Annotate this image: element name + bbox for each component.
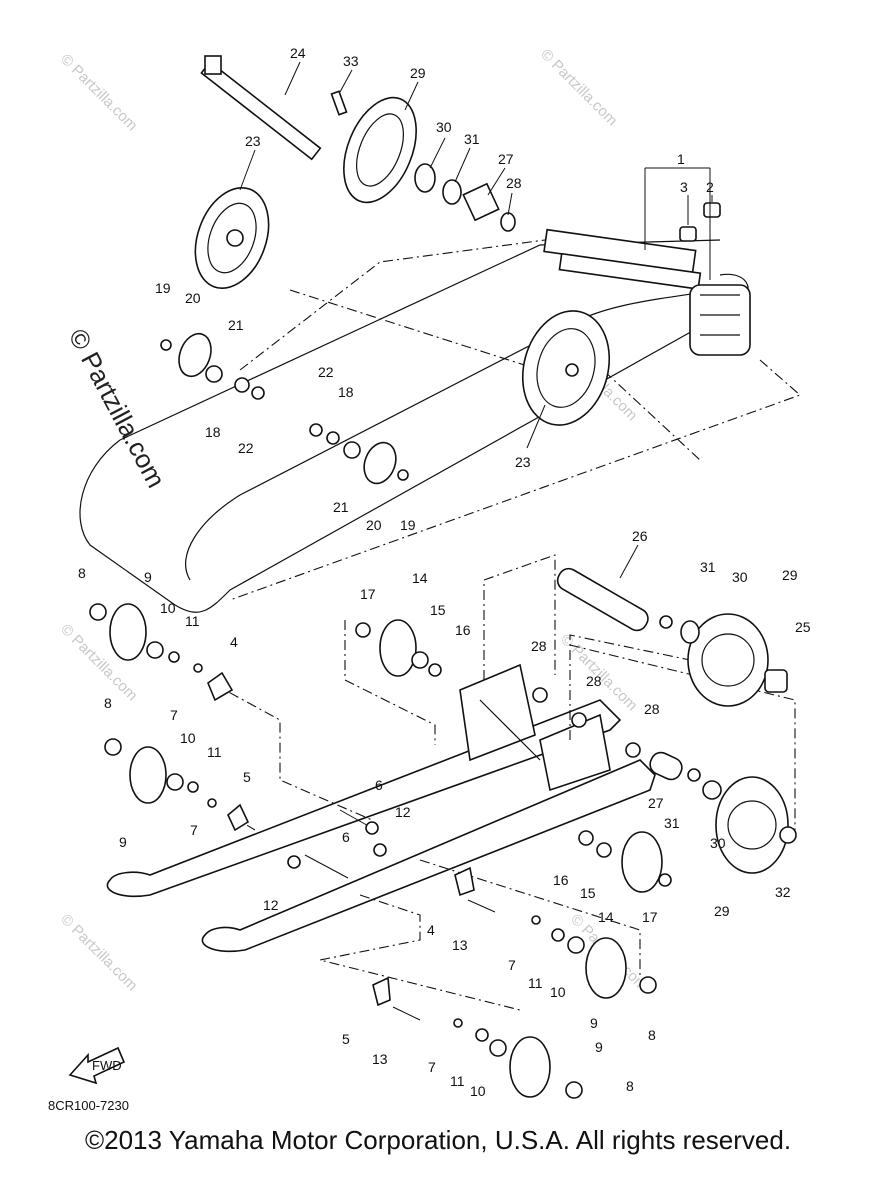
callout-28: 28 bbox=[644, 701, 660, 717]
watermark-large: © Partzilla.com bbox=[63, 324, 172, 493]
idler-wheels bbox=[89, 603, 672, 1099]
wheel-23-right bbox=[521, 310, 611, 426]
track-lugs bbox=[543, 228, 751, 356]
callout-11: 11 bbox=[528, 975, 543, 991]
callout-30: 30 bbox=[436, 119, 452, 135]
callout-10: 10 bbox=[160, 600, 176, 616]
callout-9: 9 bbox=[119, 834, 127, 850]
callout-31: 31 bbox=[664, 815, 680, 831]
track-belt bbox=[79, 228, 802, 613]
callout-30: 30 bbox=[732, 569, 748, 585]
callout-16: 16 bbox=[455, 622, 471, 638]
callout-25: 25 bbox=[795, 619, 811, 635]
callout-23: 23 bbox=[245, 133, 261, 149]
callout-11: 11 bbox=[207, 744, 222, 760]
callout-20: 20 bbox=[366, 517, 382, 533]
callout-7: 7 bbox=[428, 1059, 436, 1075]
copyright-notice: ©2013 Yamaha Motor Corporation, U.S.A. A… bbox=[84, 1125, 792, 1155]
callout-24: 24 bbox=[290, 45, 306, 61]
callout-8: 8 bbox=[648, 1027, 656, 1043]
callout-26: 26 bbox=[632, 528, 648, 544]
callout-8: 8 bbox=[626, 1078, 634, 1094]
brackets-and-bolts bbox=[193, 663, 641, 1028]
callout-12: 12 bbox=[395, 804, 411, 820]
callout-9: 9 bbox=[590, 1015, 598, 1031]
callout-19: 19 bbox=[155, 280, 171, 296]
callout-31: 31 bbox=[700, 559, 716, 575]
track-clips bbox=[679, 202, 721, 242]
callout-7: 7 bbox=[190, 822, 198, 838]
callout-22: 22 bbox=[238, 440, 254, 456]
callout-17: 17 bbox=[360, 586, 376, 602]
callout-21: 21 bbox=[333, 499, 349, 515]
callout-15: 15 bbox=[430, 602, 446, 618]
callout-9: 9 bbox=[144, 569, 152, 585]
callout-5: 5 bbox=[342, 1031, 350, 1047]
callout-6: 6 bbox=[342, 829, 350, 845]
callout-16: 16 bbox=[553, 872, 569, 888]
callout-28: 28 bbox=[506, 175, 522, 191]
watermark: © Partzilla.com bbox=[57, 911, 140, 994]
callout-4: 4 bbox=[427, 922, 435, 938]
callout-5: 5 bbox=[243, 769, 251, 785]
callout-18: 18 bbox=[205, 424, 221, 440]
callout-27: 27 bbox=[648, 795, 664, 811]
fwd-arrow: FWD bbox=[68, 1046, 126, 1085]
fwd-label: FWD bbox=[92, 1058, 122, 1073]
callout-13: 13 bbox=[372, 1051, 388, 1067]
wheel-29-top bbox=[343, 96, 516, 232]
callout-22: 22 bbox=[318, 364, 334, 380]
callout-7: 7 bbox=[170, 707, 178, 723]
callouts: 24 33 29 30 31 27 28 23 1 3 2 19 20 21 2… bbox=[78, 45, 811, 1099]
leader-lines bbox=[239, 61, 713, 579]
callout-30: 30 bbox=[710, 835, 726, 851]
shaft-26 bbox=[556, 567, 649, 632]
wheel-23-left bbox=[194, 186, 270, 290]
diagram-code: 8CR100-7230 bbox=[48, 1098, 129, 1113]
callout-11: 11 bbox=[450, 1073, 465, 1089]
wheel-29-right-upper bbox=[659, 613, 788, 707]
callout-18: 18 bbox=[338, 384, 354, 400]
callout-31: 31 bbox=[464, 131, 480, 147]
callout-6: 6 bbox=[375, 777, 383, 793]
callout-8: 8 bbox=[78, 565, 86, 581]
callout-9: 9 bbox=[595, 1039, 603, 1055]
callout-2: 2 bbox=[706, 179, 714, 195]
rear-axle-shaft bbox=[200, 55, 348, 161]
callout-12: 12 bbox=[263, 897, 279, 913]
watermark: © Partzilla.com bbox=[537, 46, 620, 129]
callout-14: 14 bbox=[598, 909, 614, 925]
callout-33: 33 bbox=[343, 53, 359, 69]
slide-rails bbox=[106, 554, 796, 1011]
axle-hardware bbox=[160, 332, 409, 485]
wheel-29-right-lower bbox=[649, 751, 797, 874]
callout-8: 8 bbox=[104, 695, 112, 711]
callout-29: 29 bbox=[782, 567, 798, 583]
callout-10: 10 bbox=[550, 984, 566, 1000]
callout-10: 10 bbox=[470, 1083, 486, 1099]
callout-29: 29 bbox=[410, 65, 426, 81]
callout-7: 7 bbox=[508, 957, 516, 973]
callout-10: 10 bbox=[180, 730, 196, 746]
callout-15: 15 bbox=[580, 885, 596, 901]
callout-27: 27 bbox=[498, 151, 514, 167]
callout-1: 1 bbox=[677, 151, 685, 167]
callout-28: 28 bbox=[586, 673, 602, 689]
callout-4: 4 bbox=[230, 634, 238, 650]
callout-29: 29 bbox=[714, 903, 730, 919]
callout-17: 17 bbox=[642, 909, 658, 925]
callout-20: 20 bbox=[185, 290, 201, 306]
callout-19: 19 bbox=[400, 517, 416, 533]
callout-11: 11 bbox=[185, 613, 200, 629]
callout-14: 14 bbox=[412, 570, 428, 586]
callout-32: 32 bbox=[775, 884, 791, 900]
watermark: © Partzilla.com bbox=[57, 51, 140, 134]
callout-21: 21 bbox=[228, 317, 244, 333]
callout-23: 23 bbox=[515, 454, 531, 470]
callout-3: 3 bbox=[680, 179, 688, 195]
callout-13: 13 bbox=[452, 937, 468, 953]
callout-28: 28 bbox=[531, 638, 547, 654]
